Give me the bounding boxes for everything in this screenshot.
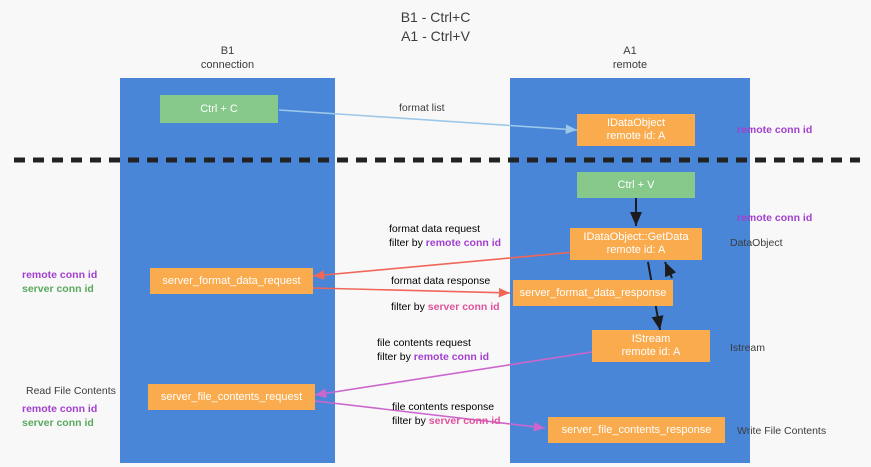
filter-prefix-2: filter by bbox=[391, 301, 428, 313]
edge-label-filter-server-1: filter by server conn id bbox=[391, 300, 500, 314]
edge-label-format-list: format list bbox=[399, 102, 445, 114]
annotation-left-server-conn-2: server conn id bbox=[22, 417, 94, 429]
node-server-format-data-response[interactable]: server_format_data_response bbox=[513, 280, 673, 306]
edge-label-format-data-response: format data response bbox=[391, 275, 491, 287]
node-ctrl-v[interactable]: Ctrl + V bbox=[577, 172, 695, 198]
node-server-file-contents-response[interactable]: server_file_contents_response bbox=[548, 417, 725, 443]
annotation-left-server-conn: server conn id bbox=[22, 283, 94, 295]
annotation-left-remote-conn-2: remote conn id bbox=[22, 403, 98, 415]
filter-prefix-3: filter by bbox=[377, 351, 414, 363]
edge-label-file-contents-response: file contents response bbox=[392, 401, 495, 413]
annotation-dataobject: DataObject bbox=[730, 237, 783, 249]
edge-label-format-data-request: format data request bbox=[389, 223, 481, 235]
filter-key-remote-1: remote conn id bbox=[425, 237, 502, 249]
edge-label-filter-remote-2: filter by remote conn id bbox=[377, 350, 489, 364]
filter-key-remote-2: remote conn id bbox=[413, 351, 490, 363]
annotation-istream: Istream bbox=[730, 342, 766, 354]
node-idataobject[interactable]: IDataObject remote id: A bbox=[577, 114, 695, 146]
node-istream[interactable]: IStream remote id: A bbox=[592, 330, 710, 362]
filter-prefix-1: filter by bbox=[389, 237, 426, 249]
edge-label-file-contents-request: file contents request bbox=[377, 337, 471, 349]
edge-label-file-contents-request-group: file contents request filter by remote c… bbox=[377, 336, 489, 364]
filter-prefix-4: filter by bbox=[392, 415, 429, 427]
annotation-left-remote-conn: remote conn id bbox=[22, 269, 98, 281]
edge-label-file-contents-response-group: file contents response filter by server … bbox=[392, 400, 501, 428]
annotation-right-remote-conn-2: remote conn id bbox=[737, 212, 813, 224]
annotation-right-remote-conn-1: remote conn id bbox=[737, 124, 813, 136]
edge-label-format-data-request-group: format data request filter by remote con… bbox=[389, 222, 501, 250]
annotation-read-file-contents: Read File Contents bbox=[26, 385, 116, 397]
node-ctrl-c[interactable]: Ctrl + C bbox=[160, 95, 278, 123]
lane-header-a1: A1 remote bbox=[612, 45, 648, 71]
node-idataobject-getdata[interactable]: IDataObject::GetData remote id: A bbox=[570, 228, 702, 260]
diagram-title: B1 - Ctrl+C A1 - Ctrl+V bbox=[400, 9, 471, 44]
filter-key-server-1: server conn id bbox=[427, 301, 500, 313]
edge-label-format-data-response-group: format data response filter by server co… bbox=[391, 274, 500, 314]
filter-key-server-2: server conn id bbox=[428, 415, 501, 427]
edge-label-filter-server-2: filter by server conn id bbox=[392, 414, 501, 428]
annotation-write-file-contents: Write File Contents bbox=[737, 425, 827, 437]
node-server-file-contents-request[interactable]: server_file_contents_request bbox=[148, 384, 315, 410]
lane-header-b1: B1 connection bbox=[200, 45, 255, 71]
edge-label-filter-remote-1: filter by remote conn id bbox=[389, 236, 501, 250]
node-server-format-data-request[interactable]: server_format_data_request bbox=[150, 268, 313, 294]
